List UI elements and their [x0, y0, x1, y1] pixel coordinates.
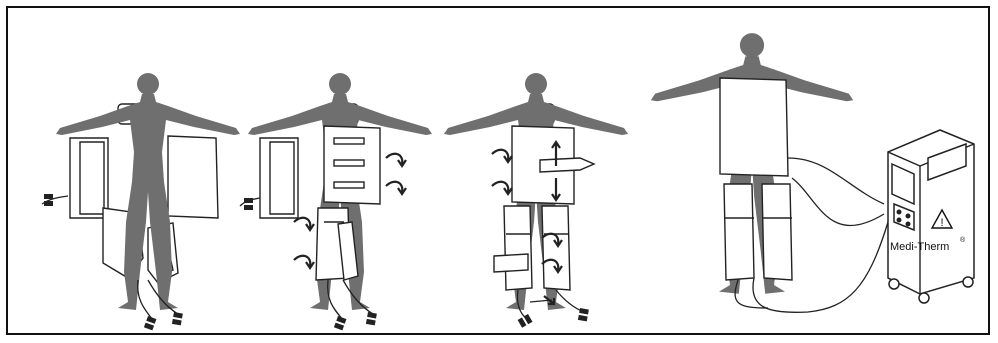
- diagram-frame: ! Medi-Therm ®: [6, 6, 990, 335]
- svg-text:!: !: [940, 217, 943, 229]
- medi-therm-machine: ! Medi-Therm ®: [888, 130, 974, 303]
- step-4-figure: ! Medi-Therm ®: [651, 33, 974, 312]
- step-3-figure: [444, 73, 628, 328]
- application-steps-illustration: ! Medi-Therm ®: [8, 8, 992, 337]
- device-brand-label: Medi-Therm: [890, 241, 949, 253]
- step-1-figure: [42, 73, 240, 330]
- step-2-figure: [240, 73, 432, 330]
- device-brand-mark: ®: [960, 236, 966, 244]
